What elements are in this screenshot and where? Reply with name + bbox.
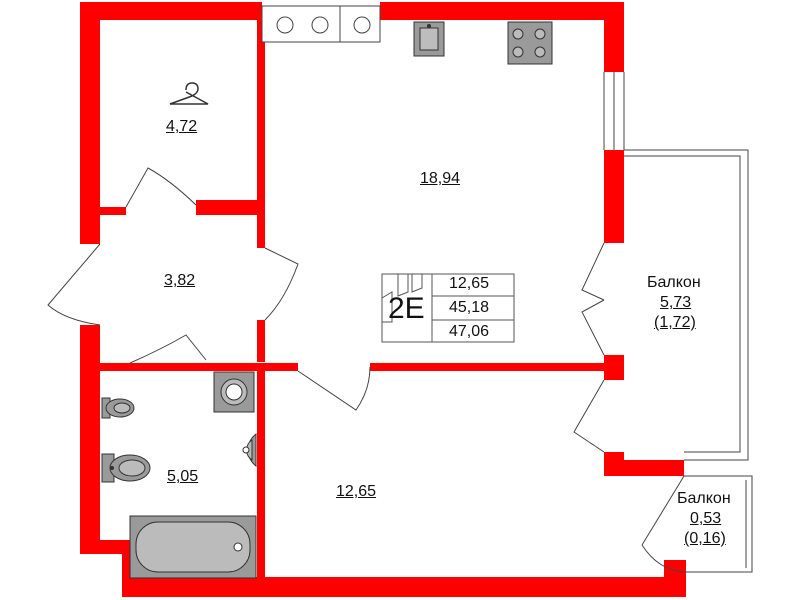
apartment-marker (381, 273, 515, 343)
wall-right-mid (604, 150, 624, 243)
balcony-large-label: Балкон (647, 274, 701, 291)
balcony-small-area: 0,53 (690, 510, 722, 527)
washbasin-icon (242, 432, 257, 468)
summary-area3: 47,06 (449, 323, 490, 340)
balcony-small-reduced: (0,16) (684, 530, 726, 547)
stove-icon (507, 21, 553, 65)
wall-left-lower (80, 325, 100, 553)
summary-area1: 12,65 (449, 275, 490, 292)
wall-top-left (80, 2, 262, 20)
room-area-bedroom: 12,65 (336, 483, 377, 500)
hanger-icon (169, 82, 209, 105)
wall-wardrobe-right (257, 20, 265, 210)
balcony-small-label: Балкон (677, 490, 731, 507)
room-area-kitchen-living: 18,94 (420, 170, 461, 187)
balcony-large-area: 5,73 (660, 294, 692, 311)
room-area-hall: 3,82 (164, 272, 196, 289)
wall-right-top (604, 2, 624, 72)
sink-icon (413, 21, 445, 57)
summary-area2: 45,18 (449, 299, 490, 316)
walls (80, 2, 686, 597)
washing-machine-icon (213, 371, 255, 413)
room-area-bathroom: 5,05 (167, 468, 199, 485)
apartment-type: 2E (388, 292, 425, 325)
wall-left-upper (80, 2, 100, 212)
balcony-large-reduced: (1,72) (654, 314, 696, 331)
wall-top-right (380, 2, 624, 20)
room-area-wardrobe: 4,72 (166, 118, 198, 135)
toilet-icon (101, 397, 151, 483)
wall-bottom (122, 577, 684, 597)
bathtub-icon (129, 515, 257, 579)
wall-mid-right (370, 363, 620, 371)
thin-lines (47, 5, 753, 573)
wall-bath-right (257, 368, 265, 578)
